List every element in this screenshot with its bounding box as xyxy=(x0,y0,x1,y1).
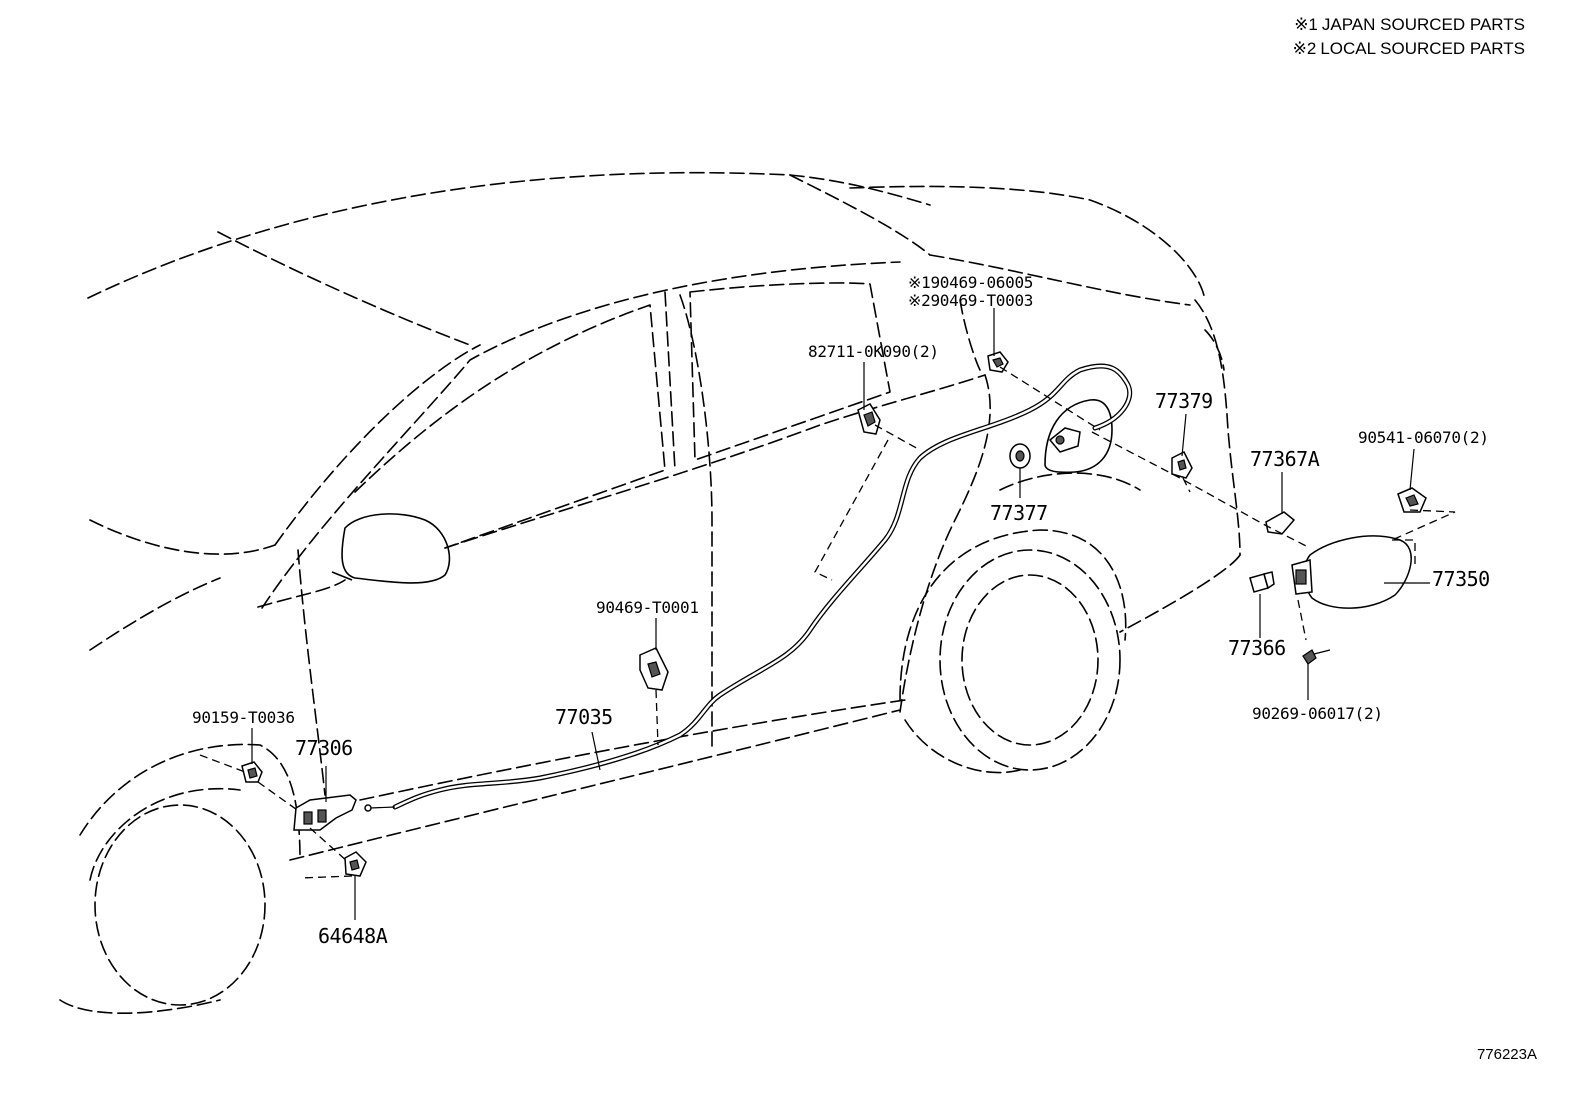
part-label-77367A: 77367A xyxy=(1250,447,1320,471)
part-label-90469-T0003: ※290469-T0003 xyxy=(908,291,1033,310)
part-label-90159-T0036: 90159-T0036 xyxy=(192,708,295,727)
part-label-77377: 77377 xyxy=(990,501,1048,525)
clip-90469-06005-icon xyxy=(987,351,1009,373)
screw-90159-icon xyxy=(241,761,263,783)
housing-77379-icon xyxy=(1171,450,1193,479)
cushion-90541-icon xyxy=(1397,487,1427,513)
part-label-77366: 77366 xyxy=(1228,636,1286,660)
part-label-90469-06005: ※190469-06005 xyxy=(908,273,1033,292)
part-label-64648A: 64648A xyxy=(318,924,388,948)
side-mirror xyxy=(331,513,451,584)
part-label-90469-T0001: 90469-T0001 xyxy=(596,598,699,617)
leader-lines xyxy=(251,308,1430,920)
part-labels: ※190469-06005 ※290469-T0003 82711-0K090(… xyxy=(192,273,1490,948)
part-label-77350: 77350 xyxy=(1432,567,1490,591)
part-label-90541-06070: 90541-06070(2) xyxy=(1358,428,1489,447)
part-label-90269-06017: 90269-06017(2) xyxy=(1252,704,1383,723)
part-label-77306: 77306 xyxy=(295,736,353,760)
illustration-code: 776223A xyxy=(1477,1046,1537,1063)
part-label-77035: 77035 xyxy=(555,705,613,729)
grommet-77377-icon xyxy=(1009,443,1031,469)
car-body-outline xyxy=(59,171,1241,1014)
clamp-82711-icon xyxy=(857,403,881,435)
part-label-77379: 77379 xyxy=(1155,389,1213,413)
release-cable xyxy=(364,363,1133,812)
screw-90269-icon xyxy=(1302,649,1331,665)
lever-77306-icon xyxy=(293,794,357,831)
part-label-82711-0K090: 82711-0K090(2) xyxy=(808,342,939,361)
clip-90469-T0001-icon xyxy=(639,647,669,691)
spring-77366-icon xyxy=(1249,571,1275,593)
hinge-77367A-icon xyxy=(1265,511,1296,535)
fuel-door-77350-icon xyxy=(1291,535,1412,609)
installation-guide-lines xyxy=(199,366,1456,879)
clip-64648A-icon xyxy=(344,851,367,877)
